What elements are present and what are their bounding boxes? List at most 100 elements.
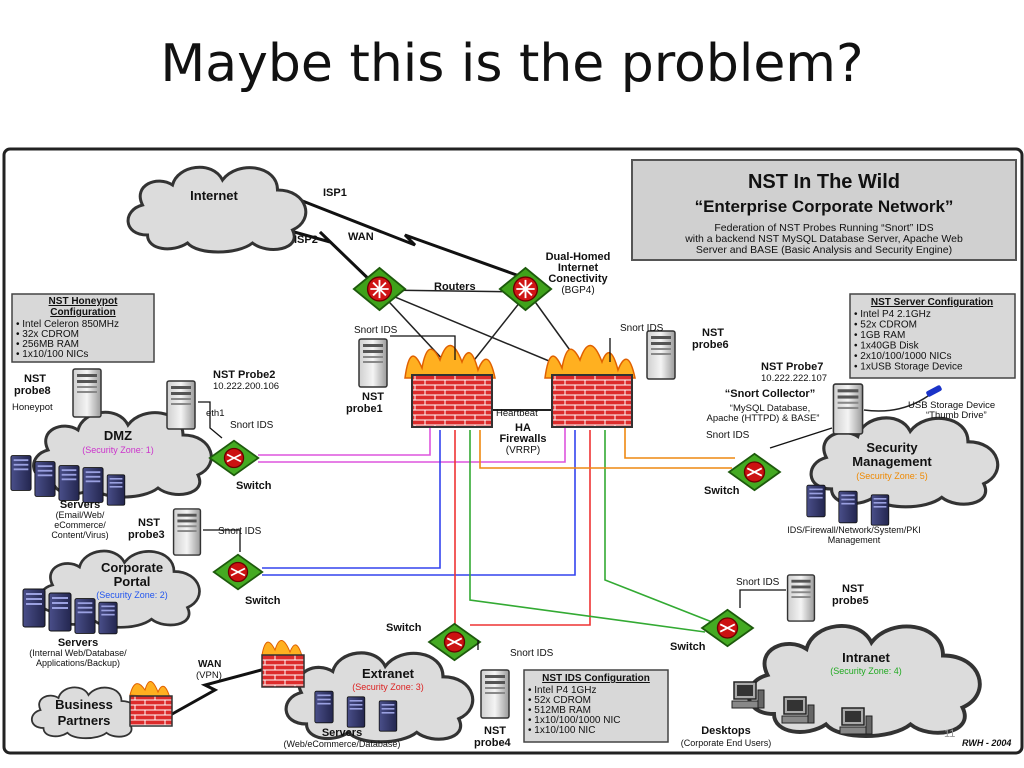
- extranet-name: Extranet: [362, 666, 415, 681]
- honeypot-label: Honeypot: [12, 402, 53, 413]
- usb-label-2: “Thumb Drive”: [926, 410, 987, 421]
- firewall-extranet: [261, 640, 305, 688]
- usb-drive-icon: [863, 385, 942, 412]
- portal-servers-line-1: (Internal Web/Database/: [29, 648, 127, 658]
- usb-label-1: USB Storage Device: [908, 400, 995, 411]
- ha-label: HA: [515, 422, 531, 434]
- firewalls-label: Firewalls: [499, 433, 546, 445]
- intranet-name: Intranet: [842, 650, 890, 665]
- collector-line-2: Apache (HTTPD) & BASE”: [707, 413, 820, 424]
- snort-ids-probe6: Snort IDS: [620, 323, 664, 334]
- probe4-tower: [480, 669, 510, 719]
- ids-config-item: • 512MB RAM: [528, 705, 591, 716]
- snort-ids-portal: Snort IDS: [218, 526, 262, 537]
- honeypot-config-item: • 32x CDROM: [16, 329, 79, 340]
- portal-servers-line-2: Applications/Backup): [36, 658, 120, 668]
- intranet-zone: (Security Zone: 4): [830, 666, 902, 676]
- snort-ids-probe1: Snort IDS: [354, 325, 398, 336]
- server-config-item: • 52x CDROM: [854, 320, 917, 331]
- vpn-link: [164, 663, 281, 720]
- ids-config-title: NST IDS Configuration: [542, 673, 650, 684]
- slide-number: 11: [944, 728, 956, 740]
- isp1-label: ISP1: [323, 187, 347, 199]
- ids-config-item: • 52x CDROM: [528, 695, 591, 706]
- snort-ids-probe5: Snort IDS: [736, 577, 780, 588]
- server-config-item: • 2x10/100/1000 NICs: [854, 351, 951, 362]
- bgp-label: (BGP4): [561, 285, 594, 296]
- portal-name-1: Corporate: [101, 560, 163, 575]
- header-title: NST In The Wild: [748, 171, 900, 193]
- probe3-tower: [172, 508, 202, 556]
- probe8-label-b: probe8: [14, 385, 51, 397]
- dmz-servers-label: Servers: [60, 499, 100, 511]
- isp2-link: [279, 226, 380, 290]
- server-config-item: • 1xUSB Storage Device: [854, 362, 963, 373]
- snort-ids-probe4: Snort IDS: [510, 648, 554, 659]
- security-name-2: Management: [852, 454, 932, 469]
- header-desc-2: with a backend NST MySQL Database Server…: [684, 233, 963, 245]
- slide-title: Maybe this is the problem?: [160, 34, 864, 94]
- firewall-right: [544, 344, 636, 428]
- routers-label: Routers: [434, 281, 476, 293]
- business-wan-label: WAN: [198, 659, 221, 670]
- eth1-label: eth1: [206, 408, 225, 419]
- switch-intranet-label: Switch: [670, 641, 706, 653]
- connection-lines: [164, 198, 735, 720]
- probe6-label-b: probe6: [692, 339, 729, 351]
- probe5-tower: [786, 574, 816, 622]
- collector-line-1: “MySQL Database,: [730, 403, 810, 414]
- security-mgmt-line-1: IDS/Firewall/Network/System/PKI: [787, 525, 921, 535]
- probe2-tower: [166, 380, 196, 430]
- probe2-label: NST Probe2: [213, 369, 275, 381]
- desktops-label: Desktops: [701, 725, 751, 737]
- portal-servers-label: Servers: [58, 637, 98, 649]
- security-mgmt-line-2: Management: [828, 535, 881, 545]
- dmz-servers-line-1: (Email/Web/: [56, 510, 105, 520]
- server-config-box: [849, 293, 1016, 379]
- probe7-tower: [832, 383, 864, 435]
- probe1-label-b: probe1: [346, 403, 383, 415]
- snort-ids-security: Snort IDS: [706, 430, 750, 441]
- header-desc-1: Federation of NST Probes Running “Snort”…: [714, 222, 933, 234]
- collector-title: “Snort Collector”: [725, 388, 815, 400]
- probe7-ip: 10.222.222.107: [761, 373, 827, 384]
- dmz-servers-line-3: Content/Virus): [51, 530, 108, 540]
- probe1-tower: [358, 338, 388, 388]
- security-zone: (Security Zone: 5): [856, 471, 928, 481]
- switch-extranet-label: Switch: [386, 622, 422, 634]
- portal-zone: (Security Zone: 2): [96, 590, 168, 600]
- firewall-business: [129, 681, 173, 727]
- isp2-label: ISP2: [294, 234, 318, 246]
- switch-portal-label: Switch: [245, 595, 281, 607]
- heartbeat-label: Heartbeat: [496, 408, 538, 419]
- probe6-label-a: NST: [702, 327, 724, 339]
- desktops-line-1: (Corporate End Users): [681, 738, 772, 748]
- author-signature: RWH - 2004: [962, 738, 1011, 748]
- conectivity-label: Conectivity: [548, 273, 608, 285]
- extranet-zone: (Security Zone: 3): [352, 682, 424, 692]
- honeypot-config-title-1: NST Honeypot: [49, 296, 119, 307]
- internet-conn-label: Internet: [558, 262, 599, 274]
- dmz-servers-line-2: eCommerce/: [54, 520, 106, 530]
- switch-dmz-label: Switch: [236, 480, 272, 492]
- probe5-label-a: NST: [842, 583, 864, 595]
- extranet-servers-label: Servers: [322, 727, 362, 739]
- internet-label: Internet: [190, 188, 238, 203]
- diagram-frame: [2, 147, 1024, 755]
- server-config-title: NST Server Configuration: [871, 297, 993, 308]
- header-subtitle: “Enterprise Corporate Network”: [695, 197, 954, 216]
- ids-config-item: • 1x10/100 NIC: [528, 725, 595, 736]
- probe8-label-a: NST: [24, 373, 46, 385]
- wan-label: WAN: [348, 231, 374, 243]
- dmz-zone: (Security Zone: 1): [82, 445, 154, 455]
- header-box: [631, 159, 1017, 261]
- dual-homed-label: Dual-Homed: [546, 251, 611, 263]
- honeypot-config-item: • 256MB RAM: [16, 339, 79, 350]
- isp1-link: [299, 198, 526, 280]
- ids-config-item: • 1x10/100/1000 NIC: [528, 715, 620, 726]
- security-name-1: Security: [866, 440, 918, 455]
- header-desc-3: Server and BASE (Basic Analysis and Secu…: [696, 244, 952, 256]
- probe3-label-b: probe3: [128, 529, 165, 541]
- server-config-item: • 1x40GB Disk: [854, 341, 920, 352]
